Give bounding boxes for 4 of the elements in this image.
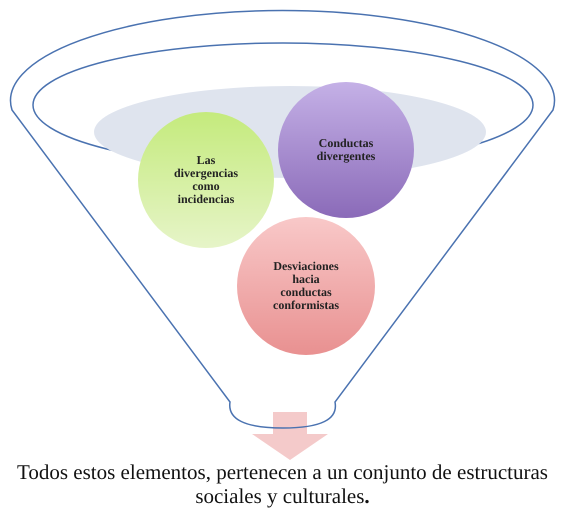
caption-text: Todos estos elementos, pertenecen a un conjunto de estructuras sociales y culturales. bbox=[16, 460, 549, 508]
category-circle: Conductas divergentes bbox=[278, 82, 414, 218]
category-circle: Desviaciones hacia conductas conformistas bbox=[237, 217, 375, 355]
block-arrow bbox=[252, 412, 328, 460]
